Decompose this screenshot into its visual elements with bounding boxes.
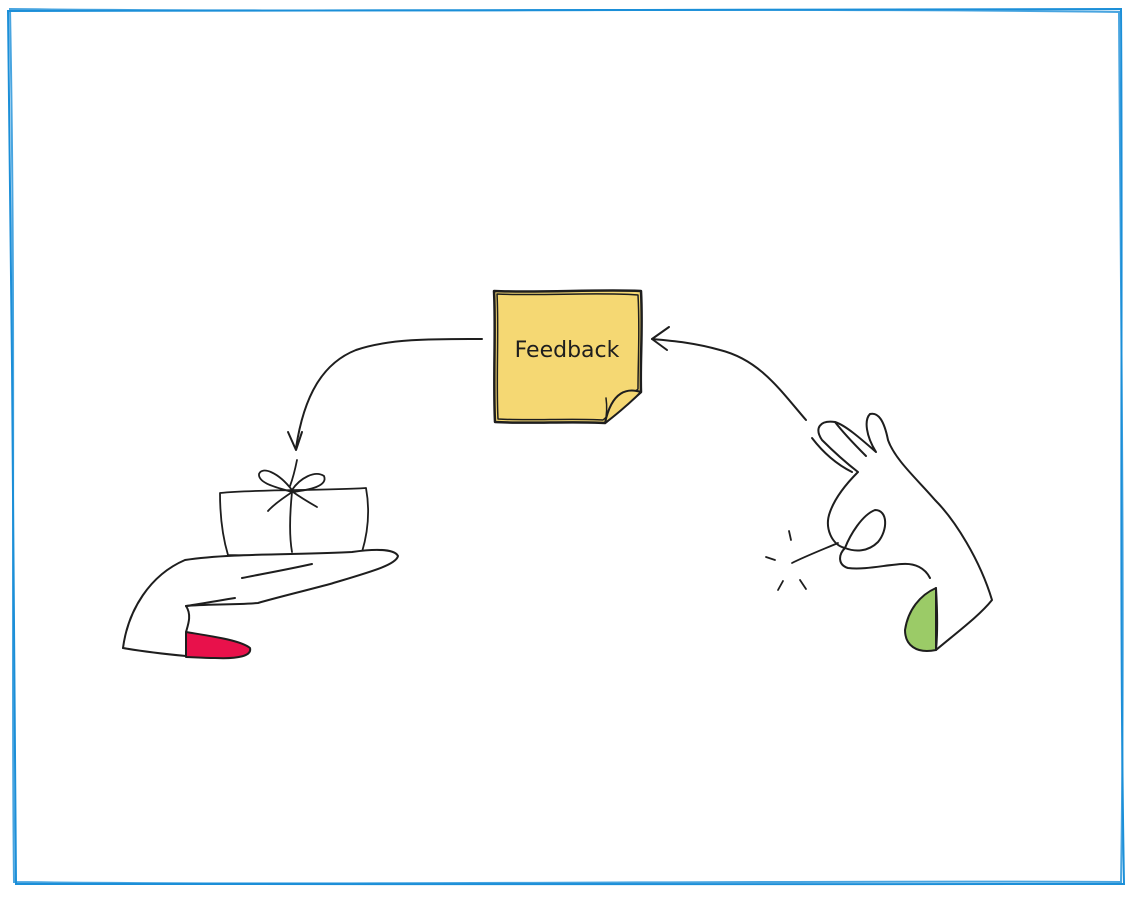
note-label: Feedback [515, 338, 620, 363]
arrow-feedback-to-giver [287, 337, 483, 451]
hand-holding-gift-icon [122, 459, 399, 660]
arrow-receiver-to-feedback [651, 326, 807, 421]
diagram-frame [6, 7, 1126, 886]
feedback-sticky-note: Feedback [492, 289, 643, 425]
ok-hand-sparkle-icon [765, 412, 993, 652]
